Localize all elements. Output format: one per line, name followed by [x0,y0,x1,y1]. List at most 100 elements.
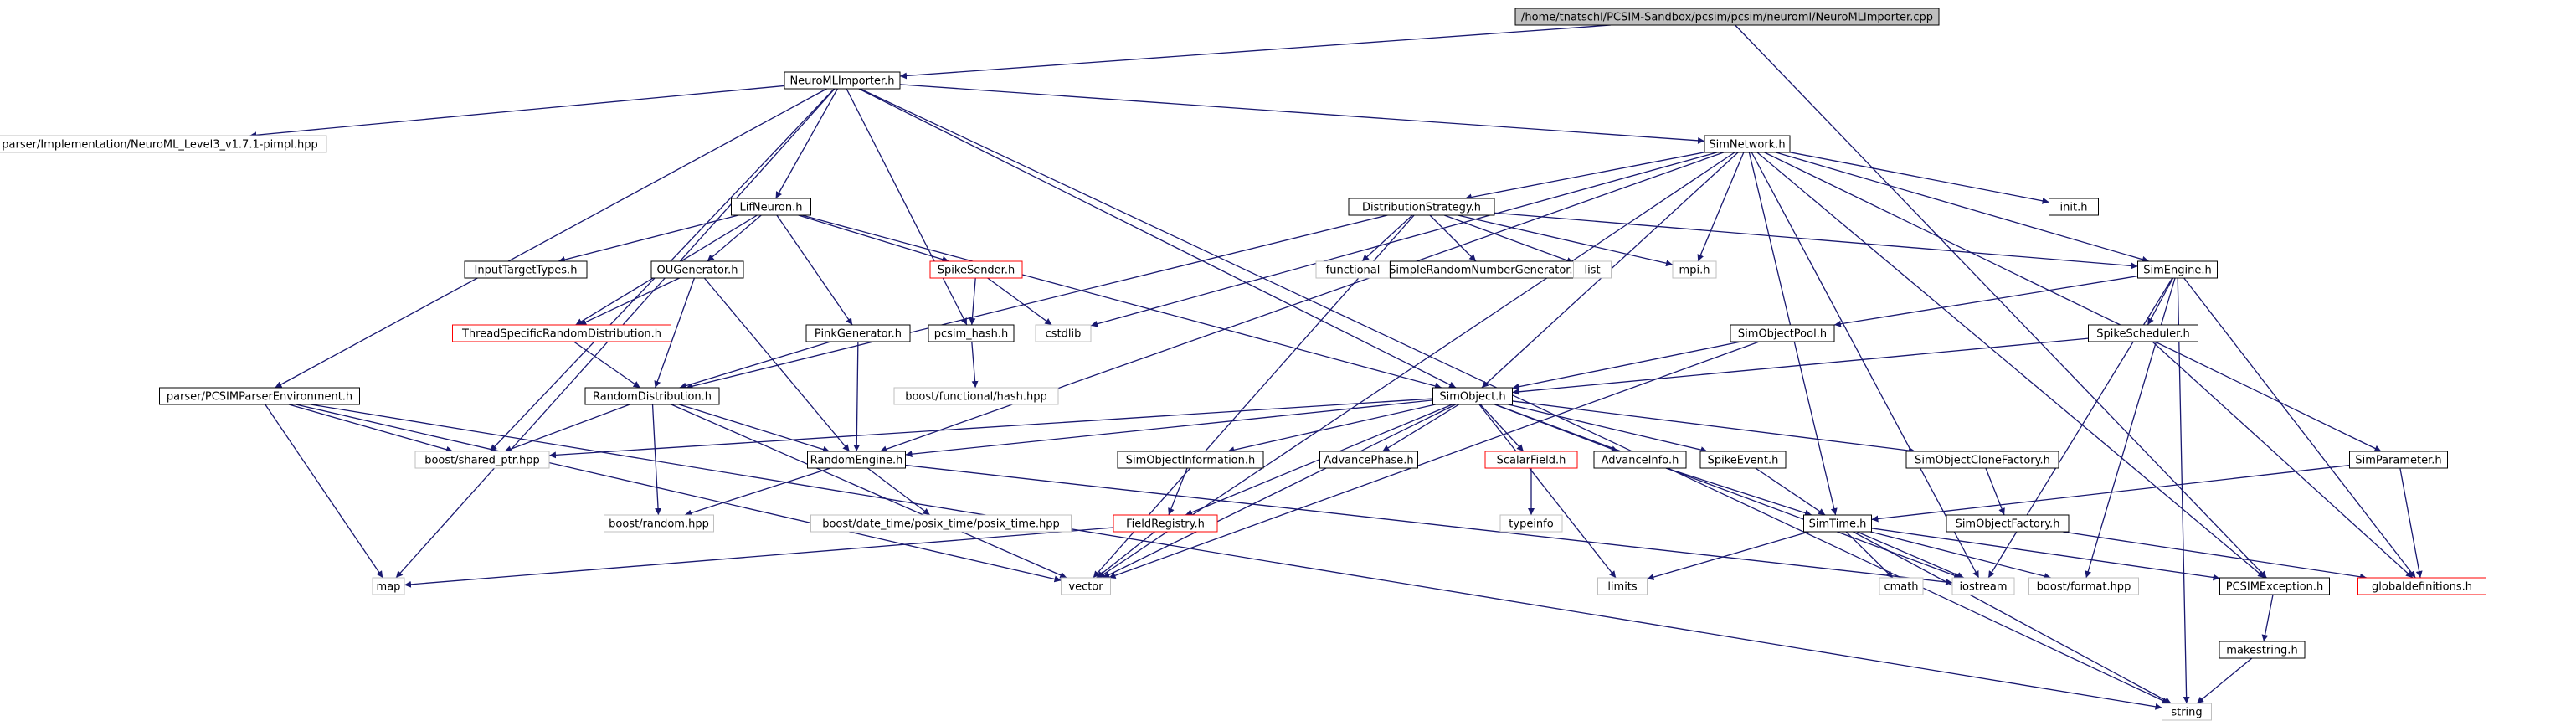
node-label-typeinfo: typeinfo [1509,518,1553,531]
edge-clonefactory-to-simobjfactory [1985,467,2005,516]
node-string[interactable]: string [2162,703,2212,721]
node-box-ougen [650,260,744,279]
node-map[interactable]: map [372,577,405,595]
node-simobject[interactable]: SimObject.h [1432,387,1513,405]
node-simparam[interactable]: SimParameter.h [2349,451,2448,469]
node-label-threadrnd: ThreadSpecificRandomDistribution.h [461,328,661,341]
node-simengine[interactable]: SimEngine.h [2137,260,2218,279]
edge-root-to-nmlimp [899,24,1611,80]
edge-simobject-to-fieldreg [1185,404,1453,516]
node-advinfo[interactable]: AdvanceInfo.h [1593,451,1687,469]
node-box-advphase [1319,451,1418,469]
edge-simengine-to-iostream [1987,277,2173,579]
edge-simobjfactory-to-globaldefs [2062,531,2368,580]
node-label-string: string [2171,707,2202,719]
node-inputtarget[interactable]: InputTargetTypes.h [464,260,588,279]
node-pimpl[interactable]: parser/Implementation/NeuroML_Level3_v1.… [0,135,327,153]
node-globaldefs[interactable]: globaldefinitions.h [2357,577,2486,595]
node-vector[interactable]: vector [1061,577,1111,595]
node-box-fieldreg [1113,514,1218,533]
edge-simengine-to-spikesched [2147,277,2174,326]
node-box-randengine [807,451,906,469]
node-pcsimhash[interactable]: pcsim_hash.h [928,324,1015,342]
node-simtime[interactable]: SimTime.h [1803,514,1872,533]
edge-spikesched-to-simobject [1512,337,2089,395]
edge-fieldreg-to-vector [1096,531,1155,579]
node-spikesched[interactable]: SpikeScheduler.h [2088,324,2198,342]
node-simobjinfo[interactable]: SimObjectInformation.h [1117,451,1264,469]
edge-diststrat-to-randdist [686,214,1388,389]
node-advphase[interactable]: AdvancePhase.h [1319,451,1418,469]
node-init[interactable]: init.h [2049,198,2099,216]
node-scalarfield[interactable]: ScalarField.h [1484,451,1578,469]
node-simobjpool[interactable]: SimObjectPool.h [1730,324,1835,342]
node-cmath[interactable]: cmath [1879,577,1924,595]
node-label-pimpl: parser/Implementation/NeuroML_Level3_v1.… [2,139,317,152]
node-label-list: list [1584,265,1600,277]
node-label-simobject: SimObject.h [1439,391,1505,404]
node-label-limits: limits [1607,581,1638,594]
node-root[interactable]: /home/tnatschl/PCSIM-Sandbox/pcsim/pcsim… [1514,8,1940,26]
node-box-list [1573,260,1612,279]
node-list[interactable]: list [1573,260,1612,279]
node-simplernd[interactable]: SimpleRandomNumberGenerator.h [1389,260,1580,279]
node-clonefactory[interactable]: SimObjectCloneFactory.h [1905,451,2059,469]
node-box-cmath [1879,577,1924,595]
node-box-inputtarget [464,260,588,279]
edge-lif-to-ougen [707,214,762,262]
node-box-boosthash [893,387,1059,405]
edge-simnet-to-iostream [1751,152,1980,579]
node-boosthash[interactable]: boost/functional/hash.hpp [893,387,1059,405]
node-fieldreg[interactable]: FieldRegistry.h [1113,514,1218,533]
node-box-map [372,577,405,595]
node-label-ougen: OUGenerator.h [657,265,738,277]
edge-nmlimp-to-simnet [899,84,1705,144]
node-pcsimexc[interactable]: PCSIMException.h [2219,577,2330,595]
node-randengine[interactable]: RandomEngine.h [807,451,906,469]
node-diststrat[interactable]: DistributionStrategy.h [1348,198,1495,216]
edge-simobject-to-clonefactory [1512,400,1915,454]
node-randdist[interactable]: RandomDistribution.h [584,387,720,405]
node-boostrandom[interactable]: boost/random.hpp [604,514,714,533]
node-mpi[interactable]: mpi.h [1672,260,1717,279]
edge-simobject-to-sharedptr [548,398,1433,459]
node-simobjfactory[interactable]: SimObjectFactory.h [1946,514,2070,533]
node-cstdlib[interactable]: cstdlib [1035,324,1092,342]
node-label-advinfo: AdvanceInfo.h [1602,455,1679,467]
edge-simobjpool-to-simobject [1512,341,1741,390]
node-ougen[interactable]: OUGenerator.h [650,260,744,279]
node-label-simplernd: SimpleRandomNumberGenerator.h [1389,265,1580,277]
node-label-pcsimhash: pcsim_hash.h [934,328,1009,341]
node-spikesender[interactable]: SpikeSender.h [929,260,1023,279]
node-label-pcsimparser: parser/PCSIMParserEnvironment.h [167,391,352,404]
node-box-threadrnd [452,324,671,342]
edge-diststrat-to-functional [1361,214,1413,262]
node-spikeevent[interactable]: SpikeEvent.h [1699,451,1787,469]
node-threadrnd[interactable]: ThreadSpecificRandomDistribution.h [452,324,671,342]
node-box-globaldefs [2357,577,2486,595]
node-simnet[interactable]: SimNetwork.h [1704,135,1791,153]
node-box-simobjfactory [1946,514,2070,533]
edge-simobjinfo-to-fieldreg [1168,467,1188,516]
node-functional[interactable]: functional [1315,260,1391,279]
node-typeinfo[interactable]: typeinfo [1499,514,1563,533]
node-nmlimp[interactable]: NeuroMLImporter.h [784,71,901,90]
edge-lif-to-pinkgen [776,214,853,326]
node-sharedptr[interactable]: boost/shared_ptr.hpp [414,451,550,469]
node-limits[interactable]: limits [1597,577,1648,595]
node-label-makestring: makestring.h [2226,645,2297,657]
node-makestring[interactable]: makestring.h [2219,641,2306,659]
node-posixtime[interactable]: boost/date_time/posix_time/posix_time.hp… [810,514,1072,533]
edge-ougen-to-threadrnd [579,277,680,326]
node-iostream[interactable]: iostream [1951,577,2015,595]
edge-spikesender-to-pcsimhash [969,277,976,326]
node-lif[interactable]: LifNeuron.h [731,198,811,216]
edge-makestring-to-string [2196,657,2253,704]
node-label-root: /home/tnatschl/PCSIM-Sandbox/pcsim/pcsim… [1521,12,1933,24]
edge-simnet-to-vector [1098,152,1735,579]
node-pinkgen[interactable]: PinkGenerator.h [805,324,911,342]
node-label-diststrat: DistributionStrategy.h [1362,202,1481,214]
node-boostformat[interactable]: boost/format.hpp [2028,577,2139,595]
node-pcsimparser[interactable]: parser/PCSIMParserEnvironment.h [159,387,360,405]
edge-simengine-to-globaldefs [2183,277,2416,579]
